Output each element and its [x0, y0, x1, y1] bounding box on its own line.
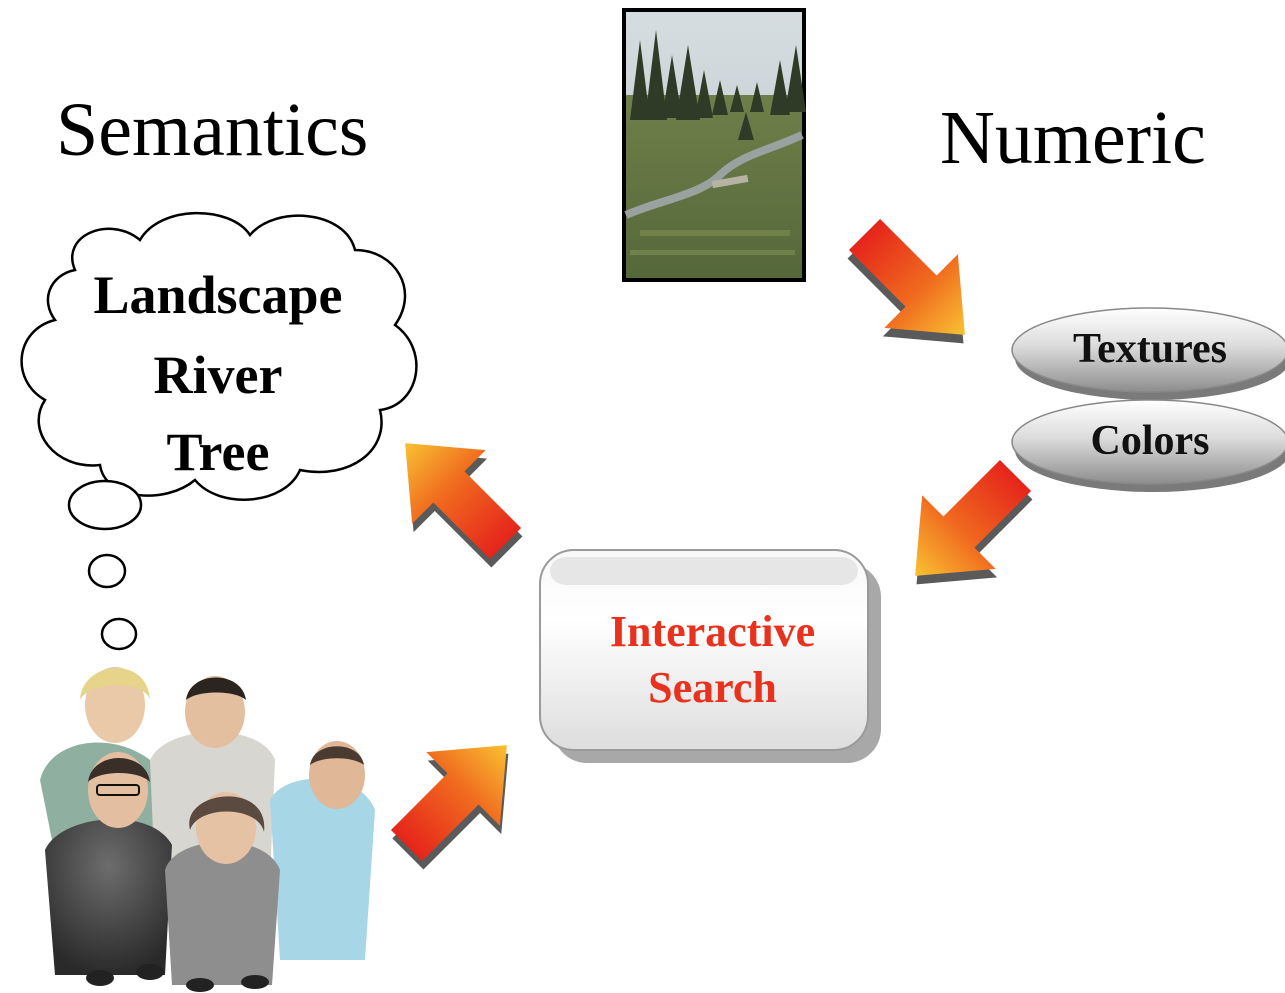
numeric-heading: Numeric — [940, 96, 1206, 180]
cloud-text-line-2: River — [153, 345, 283, 405]
search-label-line-2: Search — [648, 663, 777, 712]
cloud-text-line-1: Landscape — [93, 265, 343, 325]
arrow-search-to-cloud — [368, 406, 544, 589]
thought-bubble-large — [67, 479, 143, 531]
thought-bubble-medium — [87, 553, 127, 589]
arrow-people-to-search — [369, 708, 546, 891]
arrow-photo-to-features — [826, 197, 1002, 381]
search-label-line-1: Interactive — [609, 607, 816, 656]
colors-pill — [1011, 399, 1285, 492]
interactive-search-box — [539, 549, 881, 763]
cloud-text-line-3: Tree — [166, 422, 270, 482]
colors-label: Colors — [1090, 418, 1210, 464]
thought-cloud — [20, 211, 418, 651]
textures-label: Textures — [1072, 326, 1227, 372]
textures-pill — [1011, 307, 1285, 400]
thought-bubble-small — [100, 617, 138, 651]
people-photo — [40, 667, 375, 992]
landscape-photo — [622, 8, 806, 282]
semantics-heading: Semantics — [56, 88, 369, 172]
